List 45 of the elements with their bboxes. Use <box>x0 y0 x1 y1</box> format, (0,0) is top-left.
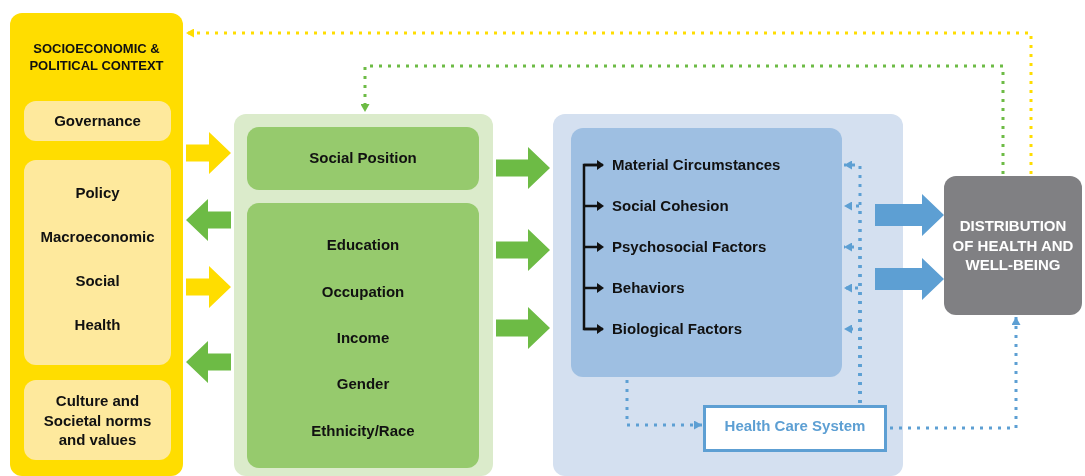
block-arrow <box>875 194 944 236</box>
factor-label: Culture and Societal norms and values <box>42 390 153 450</box>
factor-label: Biological Factors <box>612 319 743 339</box>
factor-box <box>24 101 171 141</box>
block-arrow <box>186 266 231 308</box>
outcome-box <box>944 176 1082 315</box>
factor-label: Gender <box>335 374 391 394</box>
factor-label: DISTRIBUTION OF HEALTH AND WELL-BEING <box>951 215 1075 275</box>
factor-box <box>24 380 171 460</box>
block-arrow <box>186 341 231 383</box>
block-arrow <box>496 147 550 189</box>
factor-label: Health Care System <box>723 416 867 436</box>
factor-label: Ethnicity/Race <box>310 421 416 441</box>
block-arrow <box>875 258 944 300</box>
health-care-box <box>703 405 887 452</box>
factor-label: Social <box>74 271 121 291</box>
position-panel <box>234 114 493 476</box>
block-arrow <box>496 229 550 271</box>
factor-label: Education <box>325 235 401 255</box>
factor-label: Macroeconomic <box>39 227 156 247</box>
factor-label: Social Cohesion <box>612 196 729 216</box>
dotted-arrow <box>844 324 862 403</box>
factor-label: Material Circumstances <box>612 155 781 175</box>
determinants-panel <box>553 114 903 476</box>
dotted-arrow <box>890 317 1021 430</box>
dotted-arrow <box>625 380 702 430</box>
context-panel <box>10 13 183 476</box>
factor-label: Governance <box>53 111 142 131</box>
block-arrow <box>186 199 231 241</box>
factor-box <box>24 160 171 365</box>
factor-label: Behaviors <box>612 278 685 298</box>
block-arrow <box>496 307 550 349</box>
factor-label: Psychosocial Factors <box>612 237 767 257</box>
factor-label: Health <box>73 315 122 335</box>
panel-heading: SOCIOECONOMIC & POLITICAL CONTEXT <box>28 41 165 75</box>
factor-label: Policy <box>74 183 121 203</box>
factor-label: Occupation <box>320 282 406 302</box>
factor-label: Social Position <box>308 148 418 168</box>
dotted-arrow <box>360 64 1005 174</box>
position-box <box>247 127 479 190</box>
determinants-box <box>571 128 842 377</box>
dotted-arrow <box>186 28 1033 174</box>
factor-label: Income <box>335 328 391 348</box>
block-arrow <box>186 132 231 174</box>
position-box <box>247 203 479 468</box>
